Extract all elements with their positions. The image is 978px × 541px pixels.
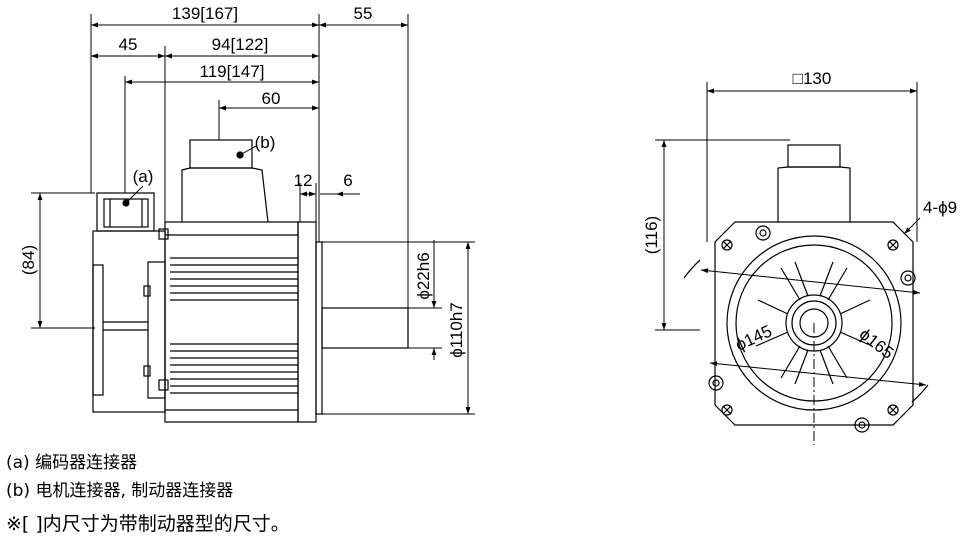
label-encoder-connector: (a): [133, 167, 154, 186]
encoder-connector: [96, 192, 155, 232]
dim-flange-square: □130: [793, 69, 832, 88]
dim-connector-offset: 60: [262, 89, 281, 108]
front-view: [683, 144, 929, 433]
note-bracket-dimension: ※[ ]内尺寸为带制动器型的尺寸。: [6, 513, 290, 535]
dim-flange-thickness: 12: [294, 171, 313, 190]
flange: [297, 221, 323, 423]
dim-shaft-length: 55: [354, 4, 373, 23]
front-view-dimensions: [655, 82, 927, 445]
dim-pcd-inner: ϕ145: [732, 321, 774, 354]
motor-body: [164, 221, 299, 423]
note-encoder-connector: (a) 编码器连接器: [6, 453, 138, 473]
dim-encoder-offset: 119[147]: [200, 62, 265, 81]
shaft: [321, 307, 409, 349]
dim-pcd-outer: ϕ165: [856, 325, 898, 363]
label-power-connector: (b): [255, 133, 276, 152]
dim-total-length: 139[167]: [172, 4, 238, 23]
power-connector: [181, 139, 269, 223]
dim-body-length: 94[122]: [212, 35, 269, 54]
dim-spigot-length: 6: [343, 171, 352, 190]
rear-cover: [92, 228, 169, 413]
side-view-labels: 139[167] 55 45 94[122] 119[147] 60 12 6 …: [19, 4, 466, 358]
note-power-connector: (b) 电机连接器, 制动器连接器: [6, 481, 234, 501]
dim-left-offset: 45: [119, 35, 138, 54]
corner-holes: [721, 239, 899, 416]
flange-outline: [714, 221, 914, 426]
side-view-dimensions: [31, 14, 475, 415]
dim-encoder-height: (84): [19, 245, 38, 275]
front-view-labels: □130 (116) 4-ϕ9 ϕ145 ϕ165: [642, 69, 957, 363]
dim-spigot-diameter: ϕ110h7: [447, 302, 466, 358]
dim-connector-height: (116): [642, 216, 661, 254]
dim-shaft-diameter: ϕ22h6: [414, 252, 433, 299]
dim-mount-holes: 4-ϕ9: [923, 198, 957, 217]
